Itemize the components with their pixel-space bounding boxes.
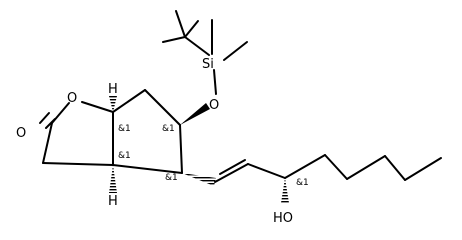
cyclopentane-ring [112,89,183,174]
stereo-label-c5: &1 [162,124,175,134]
bond-c2-oring [51,102,70,124]
tbs-group: Si O [162,10,248,113]
ring-oxygen-atom: O [67,91,77,106]
hash-bond-c4-chain [182,173,216,186]
bond-c3-c3a [42,162,114,166]
bottom-hydrogen-atom: H [108,194,118,209]
bond-c2p-c3p [247,163,286,179]
bond-c6a-c6 [112,89,146,113]
bond-alkene-inner [219,159,246,175]
stereo-label-c4: &1 [165,173,178,183]
silyl-oxygen-atom: O [209,98,219,113]
silicon-atom: Si [202,57,214,72]
side-chain: HO [214,154,442,226]
bond-tbu-me3 [184,20,199,38]
bond-si-o [213,69,217,95]
bond-tbu-me1 [162,36,186,43]
bond-oring-c6a [81,101,114,113]
hash-bond-c6a-h [109,96,117,112]
hash-bond-c3a-h [109,165,117,193]
hash-bond-c3p-oh [281,178,289,203]
bond-c1p-c2p [214,163,249,183]
bond-c6-c5 [144,89,181,126]
stereo-label-c3a: &1 [118,151,131,161]
top-hydrogen-atom: H [108,82,118,97]
wedge-bond-c5-o [180,103,210,125]
stereo-label-c6a: &1 [118,124,131,134]
bond-tbu-me2 [175,10,186,38]
bond-c2-o1-single [39,112,50,124]
stereo-label-c-oh: &1 [296,178,309,188]
bond-c2-c3 [42,122,53,164]
bond-si-me-right [223,41,248,61]
lactone-ring: O O [16,91,114,166]
bond-c5-c4 [179,124,183,174]
bond-tbu-si [184,36,210,56]
bond-c5p-c6p [346,155,386,180]
carbonyl-oxygen-atom: O [16,126,26,141]
hydroxyl-group: HO [273,211,293,226]
bond-c3p-c4p [284,154,326,179]
bond-c4p-c5p [324,154,348,180]
bond-c4-c3a [112,164,183,174]
bond-c7p-c8p [404,157,442,181]
bond-c6p-c7p [384,155,406,181]
